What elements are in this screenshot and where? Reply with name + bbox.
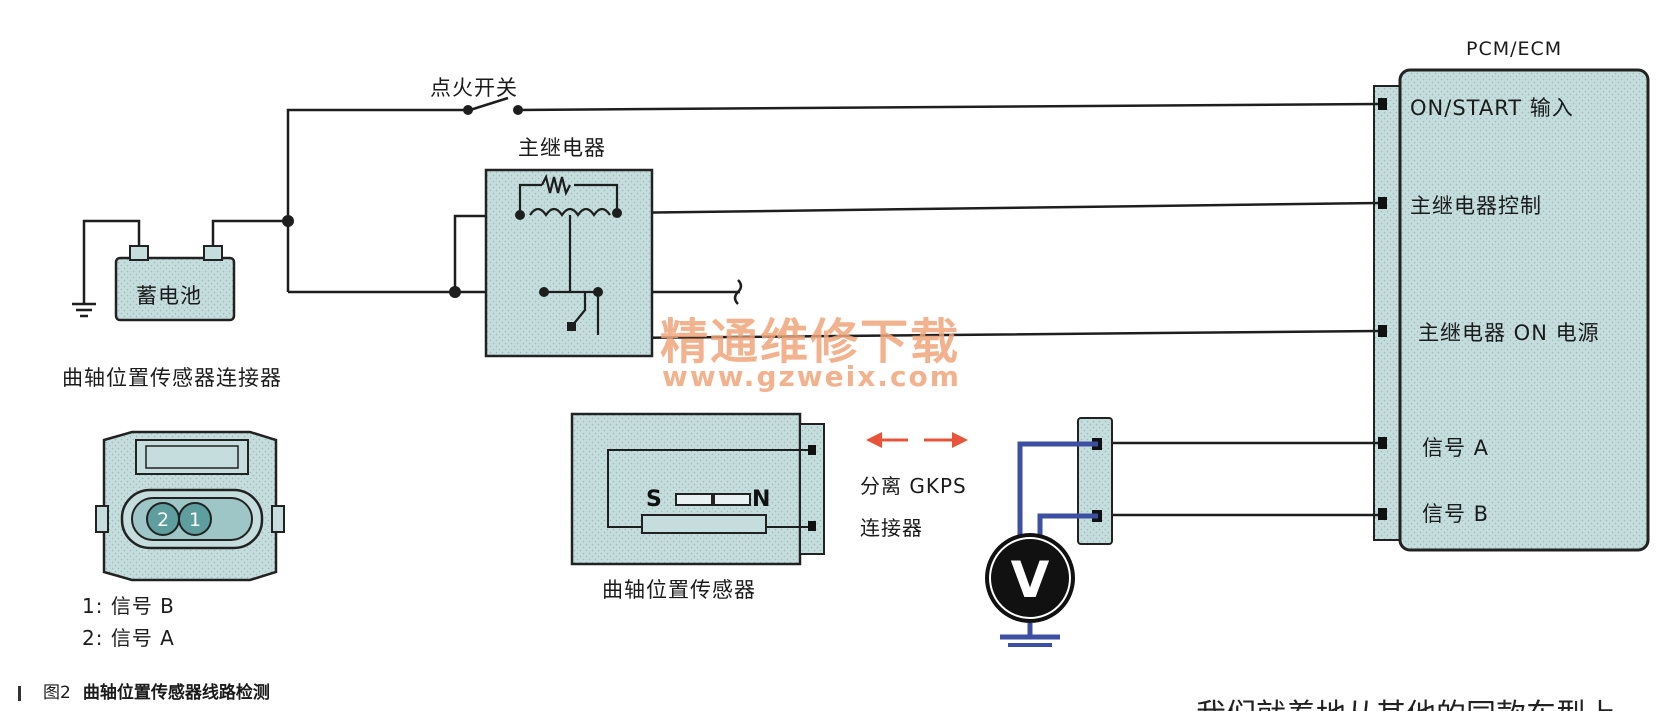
ecm-title: PCM/ECM — [1466, 38, 1563, 60]
disconnect-label-line1: 分离 GKPS — [860, 474, 967, 498]
pin-note-2: 2: 信号 A — [82, 626, 175, 650]
voltmeter-label: V — [1011, 551, 1050, 609]
ecm-pins — [1378, 98, 1387, 520]
sensor-title: 曲轴位置传感器 — [602, 578, 756, 602]
voltmeter-leads — [1017, 441, 1098, 540]
ecm-pin-relay-power: 主继电器 ON 电源 — [1418, 321, 1600, 345]
main-relay-label: 主继电器 — [518, 136, 606, 160]
ecm-pin-relay-control: 主继电器控制 — [1410, 194, 1542, 218]
figure-caption: 图2 曲轴位置传感器线路检测 — [18, 678, 270, 703]
harness-connector — [1077, 417, 1113, 545]
voltmeter: V — [985, 533, 1075, 647]
connector-pin-1: 1 — [189, 509, 201, 531]
main-relay — [484, 168, 654, 358]
caption-fig: 图2 — [43, 683, 71, 703]
sensor-n-label: N — [752, 487, 770, 512]
ecm-pin-signal-a: 信号 A — [1422, 436, 1490, 460]
ecm-box — [1373, 68, 1650, 552]
connector-title: 曲轴位置传感器连接器 — [62, 366, 282, 390]
battery — [114, 245, 236, 322]
sensor-s-label: S — [646, 487, 662, 512]
disconnect-label-line2: 连接器 — [860, 516, 923, 540]
bottom-body-text: 我们就着地从其他的同款车型上 — [1196, 690, 1616, 711]
ecm-pin-signal-b: 信号 B — [1422, 502, 1490, 526]
caption-text: 曲轴位置传感器线路检测 — [82, 683, 270, 703]
disconnect-arrows — [866, 432, 968, 448]
ignition-switch-label: 点火开关 — [430, 76, 518, 100]
pin-note-1: 1: 信号 B — [82, 594, 175, 618]
crank-sensor: S N — [570, 412, 825, 566]
sensor-connector: 2 1 — [95, 430, 285, 582]
caption-bar — [18, 685, 21, 701]
watermark-cn: 精通维修下载 — [660, 314, 961, 370]
ecm-pin-on-start: ON/START 输入 — [1410, 96, 1574, 120]
battery-label: 蓄电池 — [136, 284, 202, 308]
wires — [72, 96, 1379, 517]
watermark-url: www.gzweix.com — [662, 360, 961, 393]
connector-pin-2: 2 — [157, 509, 169, 531]
